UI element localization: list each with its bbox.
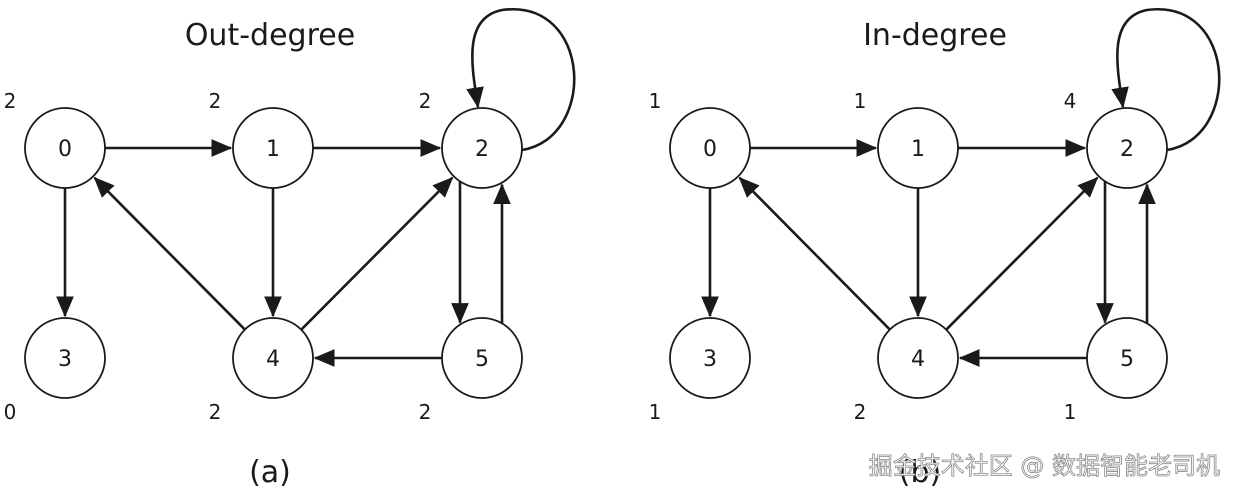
panel-title-out-degree: Out-degree [185, 18, 355, 53]
node-3-circle [24, 317, 106, 399]
panel-out-degree: Out-degree 0 1 2 3 4 5 2 2 2 0 2 2 (a) [4, 8, 576, 490]
node-3-circle [669, 317, 751, 399]
node-1-circle [877, 107, 959, 189]
node-1-circle [232, 107, 314, 189]
degree-label-node-5: 2 [419, 400, 432, 424]
node-0-circle [24, 107, 106, 189]
node-3: 3 [669, 317, 751, 399]
node-1: 1 [877, 107, 959, 189]
node-0: 0 [669, 107, 751, 189]
node-4: 4 [232, 317, 314, 399]
node-5: 5 [1086, 317, 1168, 399]
node-5-circle [441, 317, 523, 399]
node-3-label: 3 [58, 347, 72, 372]
degree-label-node-0: 1 [649, 89, 662, 113]
node-2: 2 [1086, 107, 1168, 189]
degree-label-node-5: 1 [1064, 400, 1077, 424]
edge-4-to-0 [93, 176, 246, 331]
node-5-label: 5 [1120, 347, 1134, 372]
node-4: 4 [877, 317, 959, 399]
node-group-b: 0 1 2 3 4 5 [669, 107, 1168, 399]
degree-label-node-3: 0 [4, 400, 17, 424]
panel-caption-a: (a) [249, 455, 291, 490]
node-3-label: 3 [703, 347, 717, 372]
node-4-label: 4 [266, 347, 280, 372]
degree-label-node-3: 1 [649, 400, 662, 424]
edge-4-to-2 [945, 176, 1099, 331]
node-4-circle [877, 317, 959, 399]
node-4-circle [232, 317, 314, 399]
node-0-label: 0 [703, 137, 717, 162]
node-3: 3 [24, 317, 106, 399]
edge-group-a [56, 8, 576, 367]
edge-2-to-2 [1111, 8, 1221, 152]
degree-label-node-1: 2 [209, 89, 222, 113]
node-2-circle [441, 107, 523, 189]
node-2-label: 2 [1120, 137, 1134, 162]
degree-label-node-1: 1 [854, 89, 867, 113]
node-4-label: 4 [911, 347, 925, 372]
degree-label-node-4: 2 [854, 400, 867, 424]
degree-label-node-0: 2 [4, 89, 17, 113]
degree-label-node-4: 2 [209, 400, 222, 424]
panel-title-in-degree: In-degree [863, 18, 1007, 53]
node-2: 2 [441, 107, 523, 189]
edge-group-b [701, 8, 1221, 367]
degree-labels-b: 1 1 4 1 2 1 [649, 89, 1077, 424]
node-5-label: 5 [475, 347, 489, 372]
degree-label-node-2: 2 [419, 89, 432, 113]
edge-4-to-0 [738, 176, 891, 331]
node-0-label: 0 [58, 137, 72, 162]
panel-caption-b: (b) [899, 455, 941, 490]
node-1-label: 1 [266, 137, 280, 162]
node-2-label: 2 [475, 137, 489, 162]
watermark-text: 掘金技术社区 @ 数据智能老司机 [869, 452, 1220, 480]
node-1: 1 [232, 107, 314, 189]
panel-in-degree: In-degree 0 1 2 3 4 5 1 1 4 1 2 1 (b) [649, 8, 1221, 490]
edge-4-to-2 [300, 176, 454, 331]
node-0-circle [669, 107, 751, 189]
degree-labels-a: 2 2 2 0 2 2 [4, 89, 432, 424]
node-5-circle [1086, 317, 1168, 399]
node-2-circle [1086, 107, 1168, 189]
node-0: 0 [24, 107, 106, 189]
node-group-a: 0 1 2 3 4 5 [24, 107, 523, 399]
node-1-label: 1 [911, 137, 925, 162]
degree-label-node-2: 4 [1064, 89, 1077, 113]
edge-2-to-2 [466, 8, 576, 152]
node-5: 5 [441, 317, 523, 399]
